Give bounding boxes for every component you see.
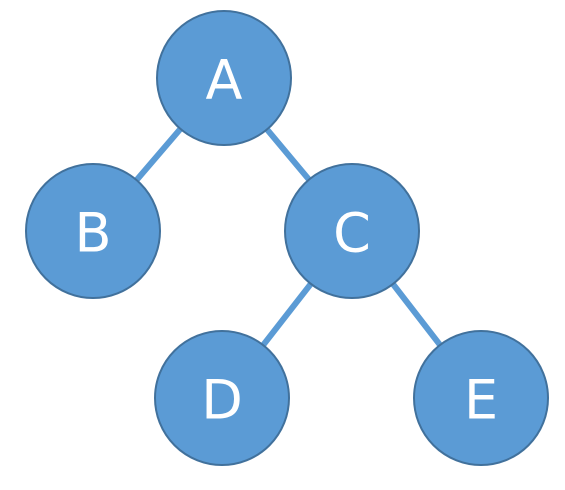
node-c: C [284, 163, 420, 299]
node-d: D [154, 330, 290, 466]
node-label-d: D [201, 369, 243, 432]
node-label-c: C [333, 202, 371, 265]
node-circle-b [25, 163, 161, 299]
node-label-a: A [206, 49, 243, 112]
node-label-e: E [464, 369, 498, 432]
node-b: B [25, 163, 161, 299]
node-circle-a [156, 10, 292, 146]
node-e: E [413, 330, 549, 466]
node-circle-c [284, 163, 420, 299]
node-label-b: B [74, 202, 111, 265]
node-circle-d [154, 330, 290, 466]
node-circle-e [413, 330, 549, 466]
nodes-layer: A B C D E [25, 10, 549, 466]
node-a: A [156, 10, 292, 146]
